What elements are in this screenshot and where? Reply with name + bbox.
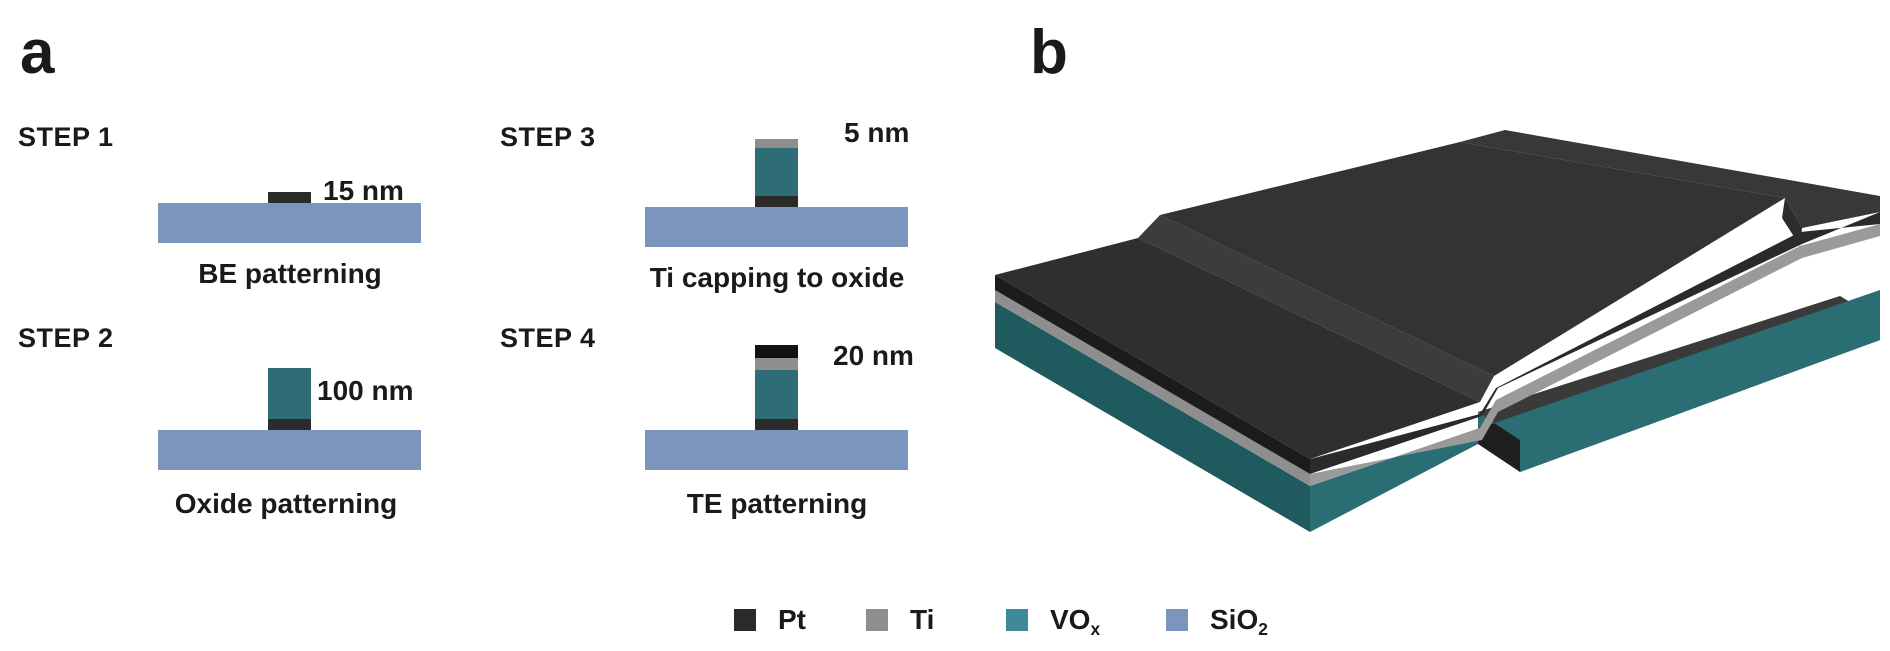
- legend-item-pt: Pt: [734, 604, 806, 636]
- top-surface-right-strip: [1460, 130, 1880, 228]
- vox-front-face: [995, 302, 1310, 532]
- top-surface-ramp: [1138, 215, 1494, 402]
- step-3-caption: Ti capping to oxide: [649, 262, 905, 293]
- top-surface-right-step: [1782, 198, 1802, 246]
- step-4-dimension: 20 nm: [833, 340, 914, 371]
- panel-b-label: b: [1030, 18, 1068, 87]
- step-4-ti-cap: [755, 358, 798, 370]
- legend-item-vox: VOx: [1006, 604, 1101, 640]
- legend-swatch-vox: [1006, 609, 1028, 631]
- step-2-bottom-electrode: [268, 419, 311, 430]
- step-2-substrate: [158, 430, 421, 470]
- legend-swatch-pt: [734, 609, 756, 631]
- step-1-dimension: 15 nm: [323, 175, 404, 206]
- ti-front-edge: [995, 290, 1310, 486]
- legend-label-vox: VO: [1050, 604, 1091, 635]
- ti-right-edge: [1310, 224, 1880, 486]
- legend-label-sio2: SiO: [1210, 604, 1259, 635]
- step-3-title: STEP 3: [500, 122, 596, 152]
- step-3-oxide-pillar: [755, 148, 798, 196]
- pt-front-edge: [995, 275, 1310, 474]
- step-1-caption: BE patterning: [198, 258, 382, 289]
- step-2-dimension: 100 nm: [317, 375, 414, 406]
- step-1-bottom-electrode: [268, 192, 311, 203]
- step-3-dimension: 5 nm: [844, 117, 910, 148]
- legend-label-sio2-wrap: SiO2: [1210, 604, 1268, 640]
- vox-right-face: [1310, 290, 1880, 532]
- step-4-bottom-electrode: [755, 419, 798, 430]
- step-4-caption: TE patterning: [686, 488, 868, 519]
- legend-item-ti: Ti: [866, 604, 934, 636]
- legend-label-vox-subscript: x: [1090, 619, 1101, 640]
- top-surface-left: [995, 238, 1480, 459]
- step-4-top-electrode: [755, 345, 798, 358]
- step-4-oxide-pillar: [755, 370, 798, 419]
- panel-a-label: a: [20, 18, 55, 87]
- step-2-caption: Oxide patterning: [174, 488, 398, 519]
- legend-swatch-ti: [866, 609, 888, 631]
- step-2-title: STEP 2: [18, 323, 114, 353]
- step-3-ti-cap: [755, 139, 798, 148]
- top-surface-upper: [1160, 142, 1785, 376]
- pt-right-edge: [1310, 212, 1880, 474]
- step-1-title: STEP 1: [18, 122, 114, 152]
- step-4-title: STEP 4: [500, 323, 596, 353]
- legend-label-sio2-subscript: 2: [1258, 619, 1268, 640]
- legend-label-pt: Pt: [778, 604, 806, 635]
- step-1-substrate: [158, 203, 421, 243]
- legend-item-sio2: SiO2: [1166, 604, 1268, 640]
- legend-swatch-sio2: [1166, 609, 1188, 631]
- step-3-substrate: [645, 207, 908, 247]
- step-4-substrate: [645, 430, 908, 470]
- step-2-oxide-pillar: [268, 368, 311, 419]
- step-3-bottom-electrode: [755, 196, 798, 207]
- legend-label-vox-wrap: VOx: [1050, 604, 1101, 640]
- legend-label-ti: Ti: [910, 604, 935, 635]
